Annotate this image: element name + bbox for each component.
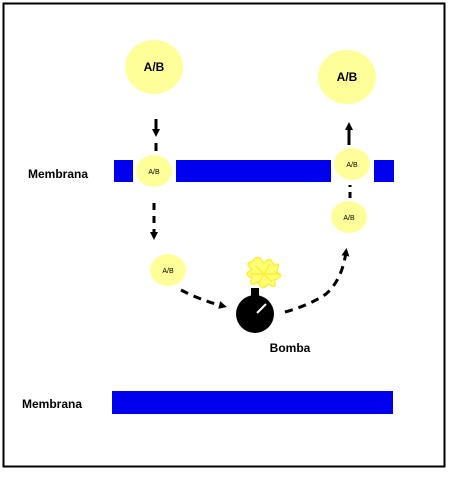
bomb-fuse [251, 288, 259, 297]
molecule-small-membrane-right-body [334, 148, 370, 180]
molecule-large-right: A/B [318, 50, 376, 104]
molecule-small-left-lower-body [150, 254, 186, 286]
molecule-small-right-lower-body [331, 201, 367, 233]
spark-icon [246, 256, 282, 289]
pump-label: Bomba [270, 341, 311, 355]
membrane-bottom [112, 391, 393, 414]
molecule-small-membrane-left-body [136, 155, 172, 187]
molecule-small-membrane-left: A/B [136, 155, 172, 187]
membrane-top-segment-right [374, 160, 394, 182]
bomb-highlight [256, 303, 267, 314]
bomb-icon [236, 295, 274, 333]
membrane-bottom-label: Membrana [22, 397, 82, 411]
molecule-small-left-lower-label: A/B [162, 268, 174, 275]
molecule-small-membrane-right: A/B [334, 148, 370, 180]
molecule-small-right-lower: A/B [331, 201, 367, 233]
molecule-large-left: A/B [125, 40, 183, 94]
molecule-large-right-body [318, 50, 376, 104]
molecule-large-right-label: A/B [337, 70, 358, 84]
arrow-from-pump [284, 248, 350, 314]
molecule-large-left-label: A/B [144, 60, 165, 74]
arrow-to-pump [180, 288, 227, 309]
membrane-top-label: Membrana [28, 167, 88, 181]
molecule-small-membrane-right-label: A/B [346, 162, 358, 169]
molecule-small-membrane-left-label: A/B [148, 169, 160, 176]
molecule-small-left-lower: A/B [150, 254, 186, 286]
molecule-large-left-body [125, 40, 183, 94]
pump [236, 256, 282, 333]
membrane-top [114, 160, 394, 182]
membrane-top-segment-middle [176, 160, 331, 182]
membrane-top-segment-left [114, 160, 133, 182]
arrows-inbound [150, 119, 227, 309]
molecule-small-right-lower-label: A/B [343, 215, 355, 222]
arrows-outbound [284, 122, 353, 314]
